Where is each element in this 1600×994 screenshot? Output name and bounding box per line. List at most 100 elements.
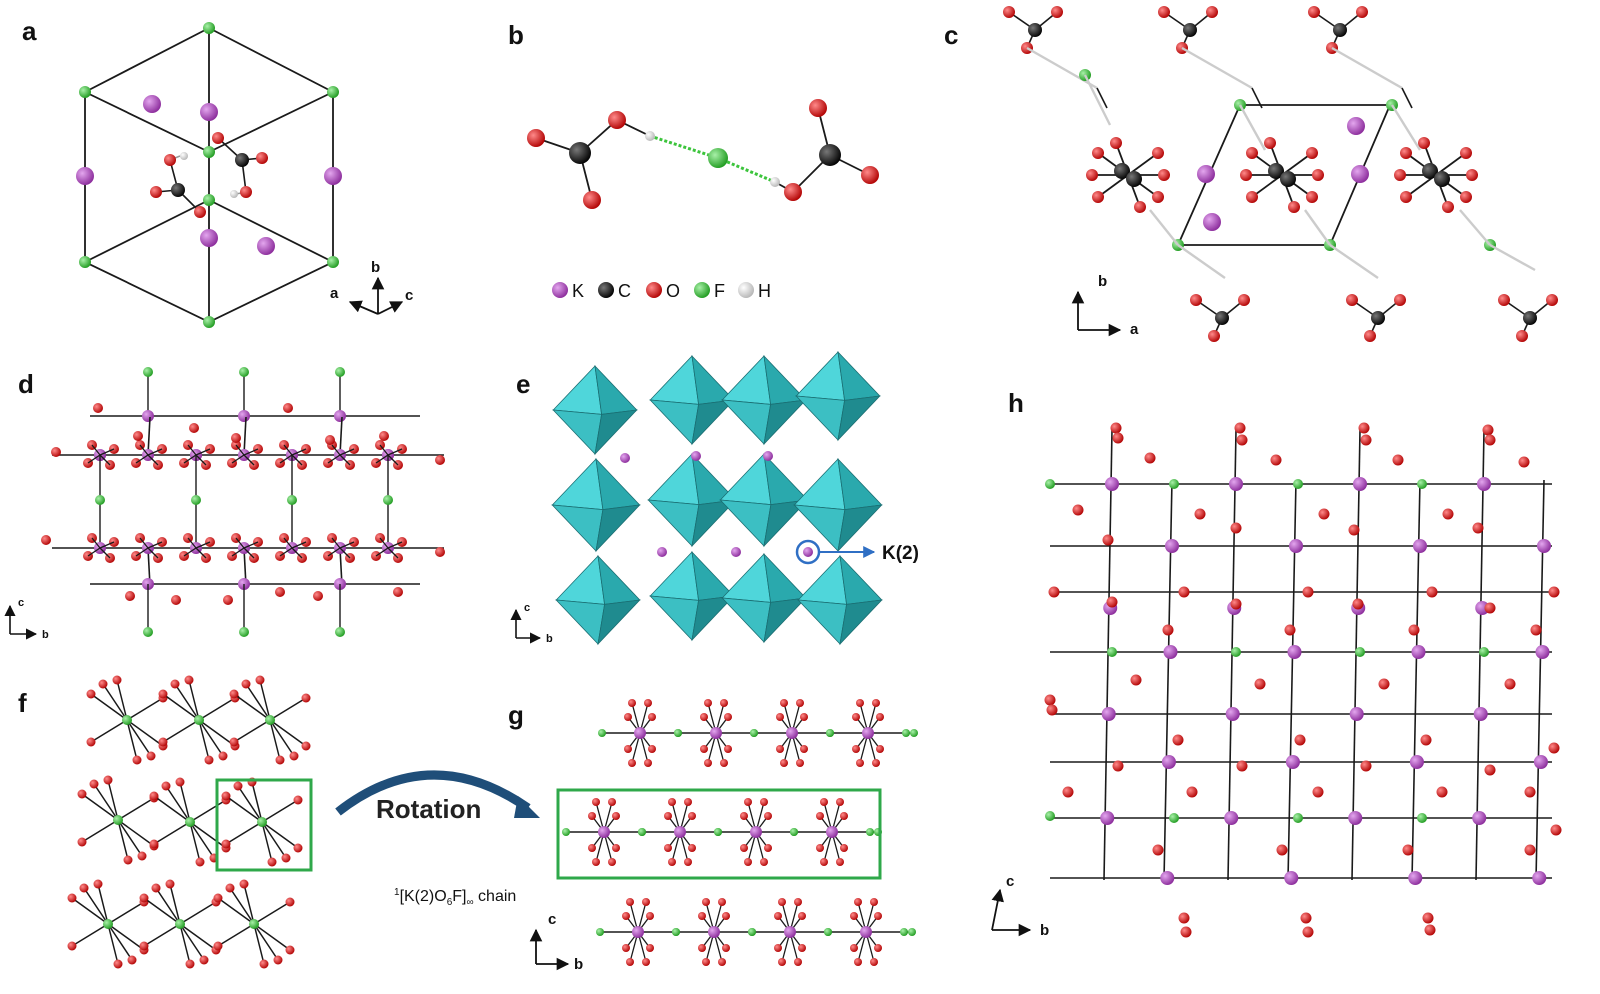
axis-c-label: c xyxy=(1006,873,1014,890)
atom-o xyxy=(720,759,728,767)
atom-f xyxy=(383,495,393,505)
polyhedron-face xyxy=(552,409,603,455)
bond xyxy=(179,923,205,961)
axis-b-label: b xyxy=(42,629,49,641)
atom-k xyxy=(257,237,275,255)
atom-o xyxy=(622,912,630,920)
atom-c xyxy=(1183,23,1197,37)
bond xyxy=(107,901,145,925)
atom-k xyxy=(76,167,94,185)
atom-o xyxy=(1460,191,1472,203)
rotation-label: Rotation xyxy=(376,794,481,824)
atom-o xyxy=(113,959,123,969)
atom-o xyxy=(139,893,149,903)
bond xyxy=(269,719,307,747)
atom-f xyxy=(239,627,249,637)
atom-f xyxy=(79,256,91,268)
polyhedron-face xyxy=(797,599,848,645)
atom-o xyxy=(41,535,51,545)
atom-k xyxy=(1224,811,1239,825)
polyhedron-face xyxy=(795,351,846,401)
atom-k xyxy=(657,547,667,557)
atom-o xyxy=(1442,201,1454,213)
polyhedron-face xyxy=(649,595,700,641)
atom-o xyxy=(93,403,103,413)
atom-o xyxy=(1152,844,1164,856)
atom-f xyxy=(638,828,646,836)
atom-o xyxy=(86,737,96,747)
polyhedron-face xyxy=(647,499,700,547)
atom-o xyxy=(1358,422,1370,434)
bond xyxy=(217,897,255,925)
atom-k xyxy=(1160,871,1175,885)
atom-k xyxy=(763,451,773,461)
atom-o xyxy=(1086,169,1098,181)
atom-o xyxy=(1112,432,1124,444)
bond xyxy=(147,541,163,549)
atom-o xyxy=(51,447,61,457)
panel-label-b: b xyxy=(508,20,524,50)
atom-o xyxy=(293,795,303,805)
atom-o xyxy=(688,844,696,852)
bond xyxy=(187,537,197,549)
axis-c-label: c xyxy=(18,597,24,609)
atom-k xyxy=(632,926,644,938)
atom-o xyxy=(103,775,113,785)
atom-o xyxy=(722,912,730,920)
atom-o xyxy=(800,713,808,721)
atom-o xyxy=(592,798,600,806)
atom-f xyxy=(113,815,123,825)
bond xyxy=(117,797,155,821)
atom-c xyxy=(235,153,249,167)
polyhedron-face xyxy=(837,504,883,553)
polyhedron-face xyxy=(793,458,846,511)
polyhedron-face xyxy=(795,395,846,441)
atom-o xyxy=(850,944,858,952)
atom-o xyxy=(1378,678,1390,690)
atom-o xyxy=(231,433,241,443)
atom-f xyxy=(287,495,297,505)
atom-f xyxy=(249,919,259,929)
atom-k xyxy=(862,727,874,739)
panel-label-h: h xyxy=(1008,388,1024,418)
bond xyxy=(1489,243,1536,272)
bond xyxy=(195,547,207,559)
polyhedron-face xyxy=(649,399,700,445)
atom-o xyxy=(688,812,696,820)
bond xyxy=(253,923,265,965)
atom-o xyxy=(874,944,882,952)
atom-o xyxy=(740,844,748,852)
atom-o xyxy=(764,812,772,820)
atom-f xyxy=(203,194,215,206)
bond xyxy=(97,883,109,925)
atom-o xyxy=(161,781,171,791)
bond xyxy=(283,537,293,549)
bond xyxy=(198,719,210,761)
atom-o xyxy=(861,166,879,184)
atom-o xyxy=(854,958,862,966)
atom-f xyxy=(327,86,339,98)
bond xyxy=(162,719,200,743)
atom-o xyxy=(267,857,277,867)
atom-f xyxy=(1479,647,1489,657)
atom-o xyxy=(854,898,862,906)
atom-o xyxy=(1144,452,1156,464)
bond xyxy=(243,454,255,466)
bond xyxy=(1026,46,1098,90)
atom-f xyxy=(908,928,916,936)
atom-k xyxy=(710,727,722,739)
bond xyxy=(117,819,143,857)
bond xyxy=(198,719,236,747)
bond xyxy=(91,444,101,456)
atom-o xyxy=(132,755,142,765)
atom-o xyxy=(1178,586,1190,598)
panel-label-g: g xyxy=(508,700,524,730)
atom-o xyxy=(820,798,828,806)
atom-o xyxy=(1408,624,1420,636)
atom-o xyxy=(1400,147,1412,159)
bond xyxy=(1390,104,1422,151)
atom-o xyxy=(1158,6,1170,18)
atom-o xyxy=(1460,147,1472,159)
atom-k xyxy=(750,826,762,838)
polyhedron-face xyxy=(721,597,772,643)
